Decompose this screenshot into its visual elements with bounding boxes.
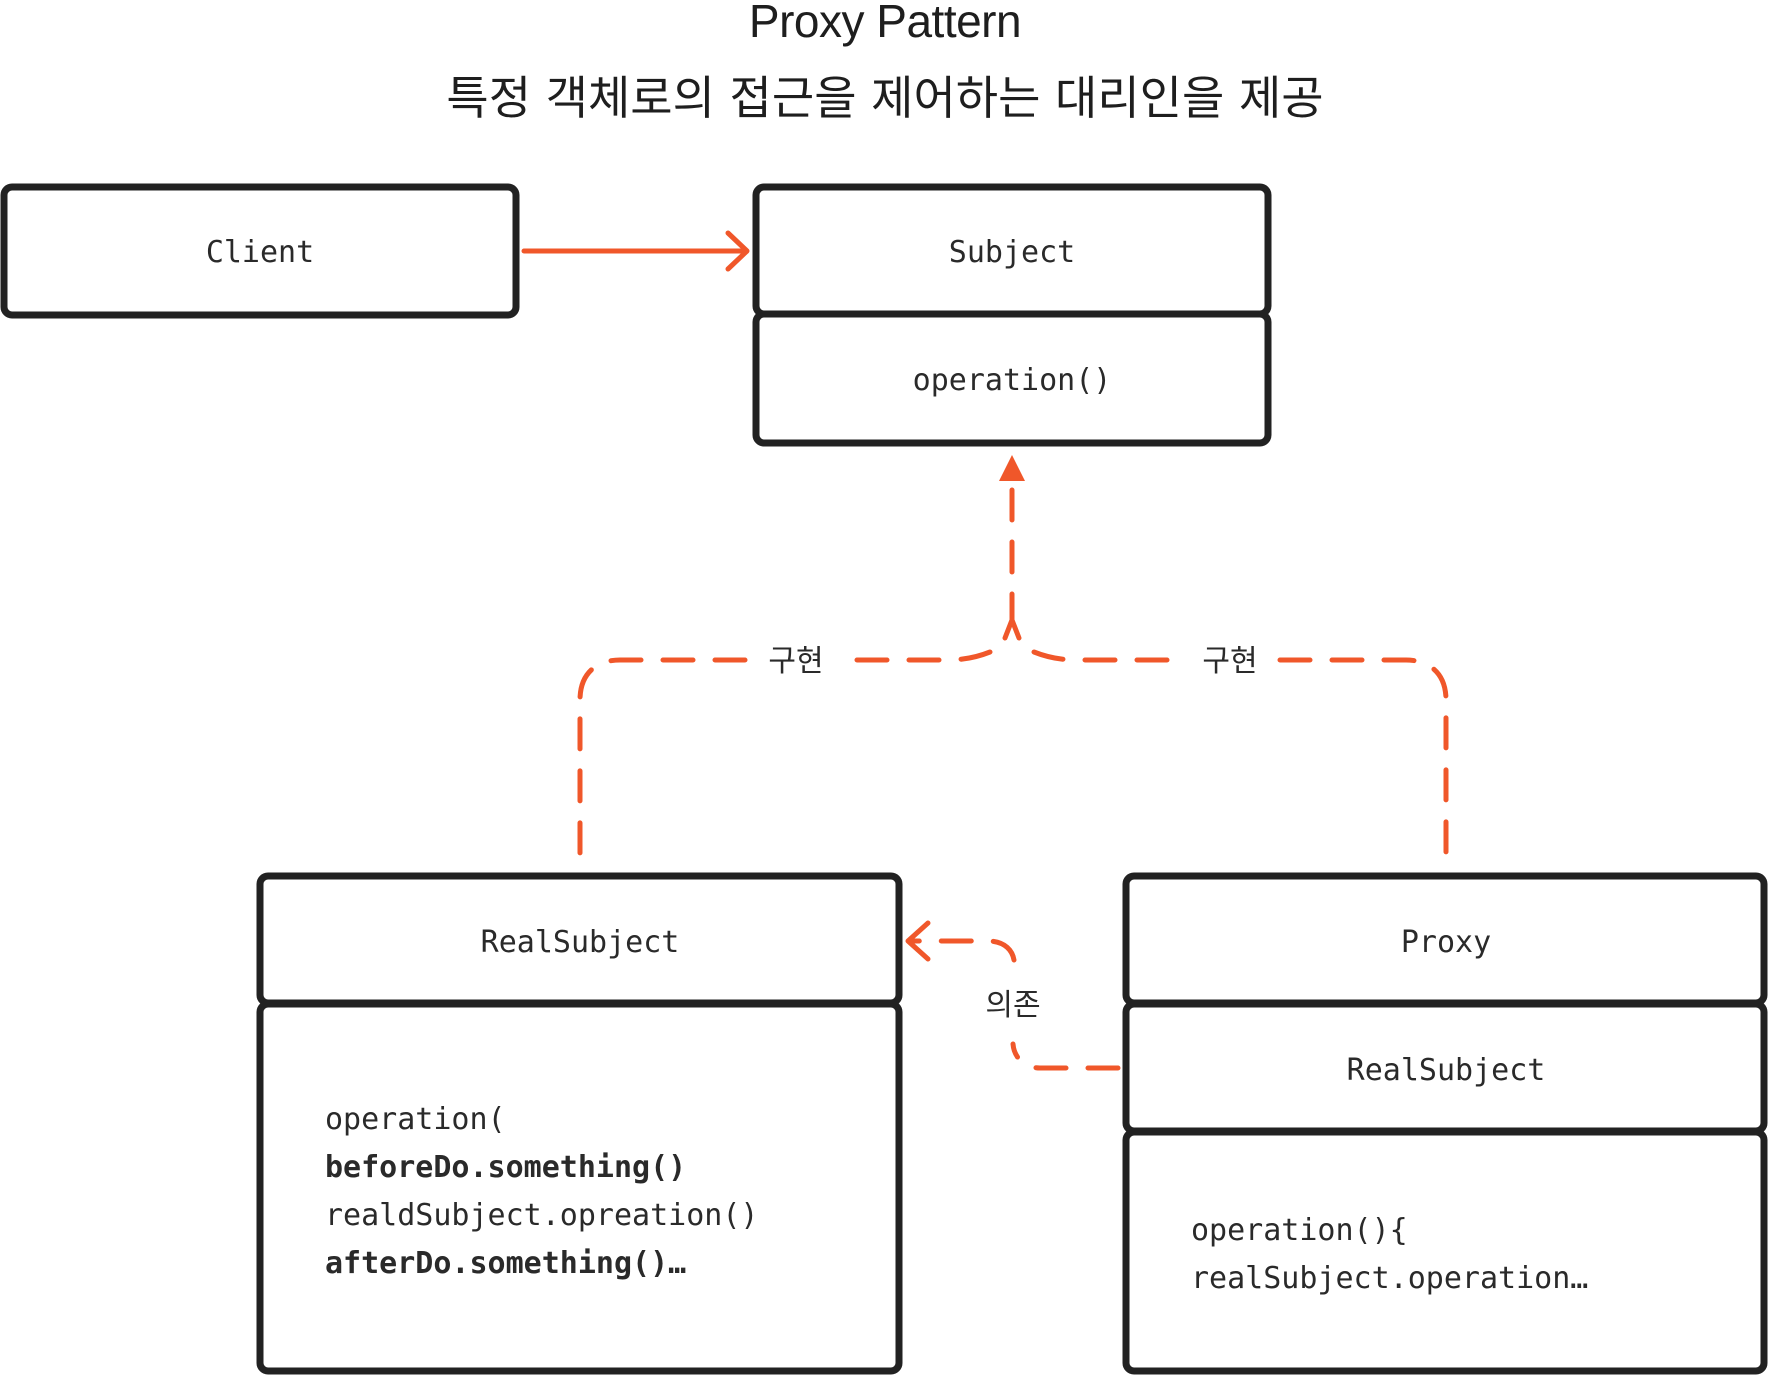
- realization-label-right: 구현: [1202, 644, 1257, 679]
- arrow-head-icon: [725, 230, 750, 272]
- proxy-code-line: realSubject.operation…: [1191, 1261, 1588, 1296]
- diagram-title: Proxy Pattern: [748, 0, 1022, 47]
- realization-junction: [1002, 617, 1022, 641]
- class-proxy-name: Proxy: [1401, 925, 1491, 960]
- class-client-name: Client: [206, 235, 314, 270]
- realization-triangle-icon: [999, 455, 1025, 481]
- association-arrow: [521, 230, 750, 272]
- real-subject-code-line: realdSubject.opreation(): [325, 1198, 758, 1233]
- real-subject-code-line: operation(: [325, 1102, 506, 1137]
- label-bg: [752, 638, 840, 682]
- class-proxy[interactable]: Proxy RealSubject operation(){ realSubje…: [1122, 872, 1768, 1375]
- proxy-code-line: operation(){: [1191, 1213, 1408, 1248]
- real-subject-code-line: afterDo.something()…: [325, 1246, 686, 1281]
- class-subject-body: [752, 310, 1272, 447]
- class-client-box: [0, 183, 520, 319]
- dependency-line: [1010, 1041, 1121, 1071]
- realization-right-branch: [1277, 657, 1449, 873]
- class-proxy-field-name: RealSubject: [1347, 1053, 1546, 1088]
- diagram-subtitle: 특정 객체로의 접근을 제어하는 대리인을 제공: [446, 71, 1324, 125]
- dependency-label: 의존: [985, 988, 1040, 1023]
- class-client[interactable]: Client: [0, 183, 520, 319]
- class-proxy-body: [1122, 1128, 1768, 1375]
- realization-label-left: 구현: [768, 644, 823, 679]
- dependency-connector: 의존: [905, 920, 1121, 1071]
- class-subject[interactable]: Subject operation(): [752, 183, 1272, 447]
- realization-left-branch: [845, 649, 993, 663]
- class-real-subject-body: [256, 1000, 903, 1375]
- class-real-subject-name: RealSubject: [481, 925, 680, 960]
- dependency-arrow-head-icon: [905, 920, 931, 962]
- realization-left-branch: [577, 657, 748, 873]
- class-subject-method: operation(): [913, 363, 1112, 398]
- dependency-line: [909, 938, 1017, 963]
- real-subject-code-line: beforeDo.something(): [325, 1150, 686, 1185]
- realization-connector: 구현 구현: [577, 455, 1449, 873]
- realization-right-branch: [1031, 649, 1193, 663]
- class-subject-name: Subject: [949, 235, 1075, 270]
- class-real-subject[interactable]: RealSubject operation( beforeDo.somethin…: [256, 872, 903, 1375]
- label-bg: [1186, 638, 1274, 682]
